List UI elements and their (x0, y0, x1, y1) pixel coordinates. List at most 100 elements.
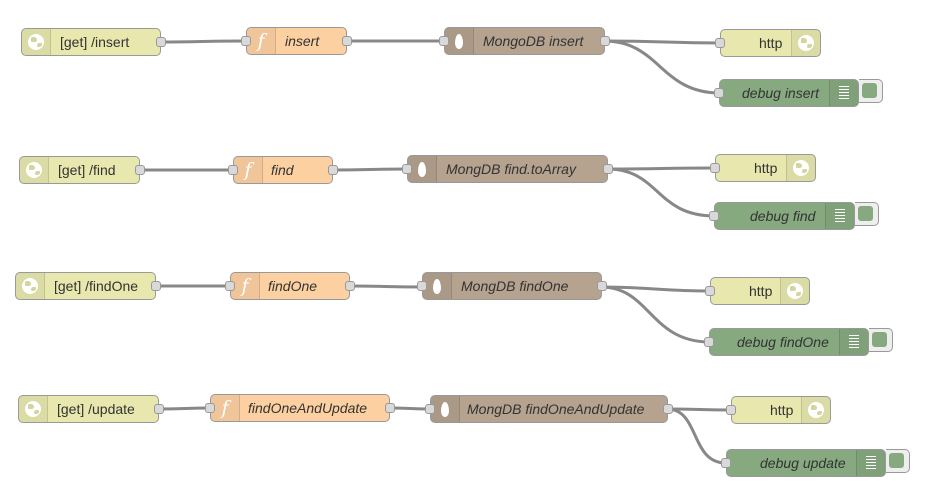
http-response-node[interactable]: http (705, 277, 810, 305)
mongodb-node-findoneandupdate[interactable]: MongDB findOneAndUpdate (425, 395, 673, 423)
node-label: debug findOne (737, 334, 829, 350)
input-port[interactable] (714, 88, 724, 98)
node-label: MongDB find.toArray (446, 161, 576, 177)
input-port[interactable] (241, 36, 251, 46)
node-label: http (770, 402, 794, 418)
debug-toggle-button[interactable] (859, 79, 883, 103)
node-label: debug update (760, 455, 846, 471)
globe-icon (22, 29, 51, 55)
mongodb-leaf-icon (423, 273, 452, 299)
function-node-find[interactable]: f find (228, 156, 338, 184)
http-response-node[interactable]: http (710, 154, 816, 182)
wire[interactable] (600, 285, 711, 293)
debug-list-icon (829, 80, 858, 106)
input-port[interactable] (715, 38, 725, 48)
output-port[interactable] (328, 165, 338, 175)
output-port[interactable] (345, 281, 355, 291)
wire[interactable] (603, 39, 721, 45)
node-label: http (749, 283, 773, 299)
http-response-node[interactable]: http (715, 29, 821, 57)
input-port[interactable] (402, 164, 412, 174)
output-port[interactable] (603, 164, 613, 174)
wire[interactable] (603, 39, 721, 95)
mongodb-node-find[interactable]: MongDB find.toArray (402, 155, 613, 183)
input-port[interactable] (721, 458, 731, 468)
function-node-findone[interactable]: f findOne (225, 272, 355, 300)
wire[interactable] (600, 285, 711, 344)
http-in-node-update[interactable]: [get] /update (18, 395, 164, 423)
input-port[interactable] (417, 281, 427, 291)
input-port[interactable] (225, 281, 235, 291)
globe-icon (786, 155, 815, 181)
debug-toggle-button[interactable] (886, 449, 910, 473)
globe-icon (801, 397, 830, 423)
debug-node-update[interactable]: debug update (721, 449, 886, 477)
debug-list-icon (856, 450, 885, 476)
function-icon: f (247, 28, 276, 54)
node-label: http (759, 35, 783, 51)
output-port[interactable] (151, 281, 161, 291)
node-label: [get] /insert (60, 34, 130, 50)
output-port[interactable] (154, 404, 164, 414)
node-label: findOne (268, 278, 318, 294)
http-in-node-find[interactable]: [get] /find (19, 156, 145, 184)
output-port[interactable] (156, 37, 166, 47)
debug-node-insert[interactable]: debug insert (714, 79, 859, 107)
http-response-node[interactable]: http (726, 396, 831, 424)
mongodb-node-insert[interactable]: MongoDB insert (439, 27, 610, 55)
function-icon: f (231, 273, 260, 299)
wire[interactable] (331, 167, 408, 172)
debug-node-findone[interactable]: debug findOne (704, 328, 869, 356)
input-port[interactable] (425, 404, 435, 414)
node-label: MongDB findOneAndUpdate (467, 401, 645, 417)
node-label: http (754, 160, 778, 176)
debug-list-icon (825, 203, 854, 229)
debug-list-icon (839, 329, 868, 355)
http-in-node-insert[interactable]: [get] /insert (21, 28, 166, 56)
output-port[interactable] (342, 36, 352, 46)
node-label: debug find (750, 208, 816, 224)
input-port[interactable] (705, 286, 715, 296)
function-icon: f (211, 395, 240, 421)
input-port[interactable] (439, 36, 449, 46)
http-in-node-findone[interactable]: [get] /findOne (15, 272, 161, 300)
mongodb-node-findone[interactable]: MongDB findOne (417, 272, 607, 300)
wire[interactable] (157, 406, 211, 411)
wire[interactable] (606, 166, 716, 171)
output-port[interactable] (663, 404, 673, 414)
output-port[interactable] (135, 165, 145, 175)
debug-node-find[interactable]: debug find (709, 202, 855, 230)
node-label: [get] /findOne (54, 278, 139, 294)
node-label: [get] /find (58, 162, 116, 178)
debug-toggle-button[interactable] (855, 202, 879, 226)
node-label: findOneAndUpdate (248, 400, 368, 416)
input-port[interactable] (709, 211, 719, 221)
debug-toggle-button[interactable] (869, 328, 893, 352)
wire[interactable] (159, 39, 247, 44)
input-port[interactable] (205, 403, 215, 413)
function-icon: f (234, 157, 263, 183)
wire[interactable] (388, 406, 431, 411)
wire[interactable] (348, 284, 423, 289)
node-label: find (271, 162, 294, 178)
globe-icon (791, 30, 820, 56)
wire[interactable] (606, 167, 716, 218)
input-port[interactable] (726, 405, 736, 415)
input-port[interactable] (228, 165, 238, 175)
globe-icon (16, 273, 45, 299)
node-label: debug insert (742, 85, 820, 101)
node-label: insert (285, 33, 320, 49)
function-node-insert[interactable]: f insert (241, 27, 352, 55)
output-port[interactable] (385, 403, 395, 413)
wire[interactable] (666, 407, 727, 465)
mongodb-leaf-icon (445, 28, 474, 54)
node-label: MongDB findOne (461, 278, 569, 294)
input-port[interactable] (704, 337, 714, 347)
node-label: [get] /update (57, 401, 135, 417)
node-label: MongoDB insert (483, 33, 584, 49)
function-node-findoneandupdate[interactable]: f findOneAndUpdate (205, 394, 395, 422)
output-port[interactable] (597, 281, 607, 291)
output-port[interactable] (600, 36, 610, 46)
input-port[interactable] (710, 163, 720, 173)
